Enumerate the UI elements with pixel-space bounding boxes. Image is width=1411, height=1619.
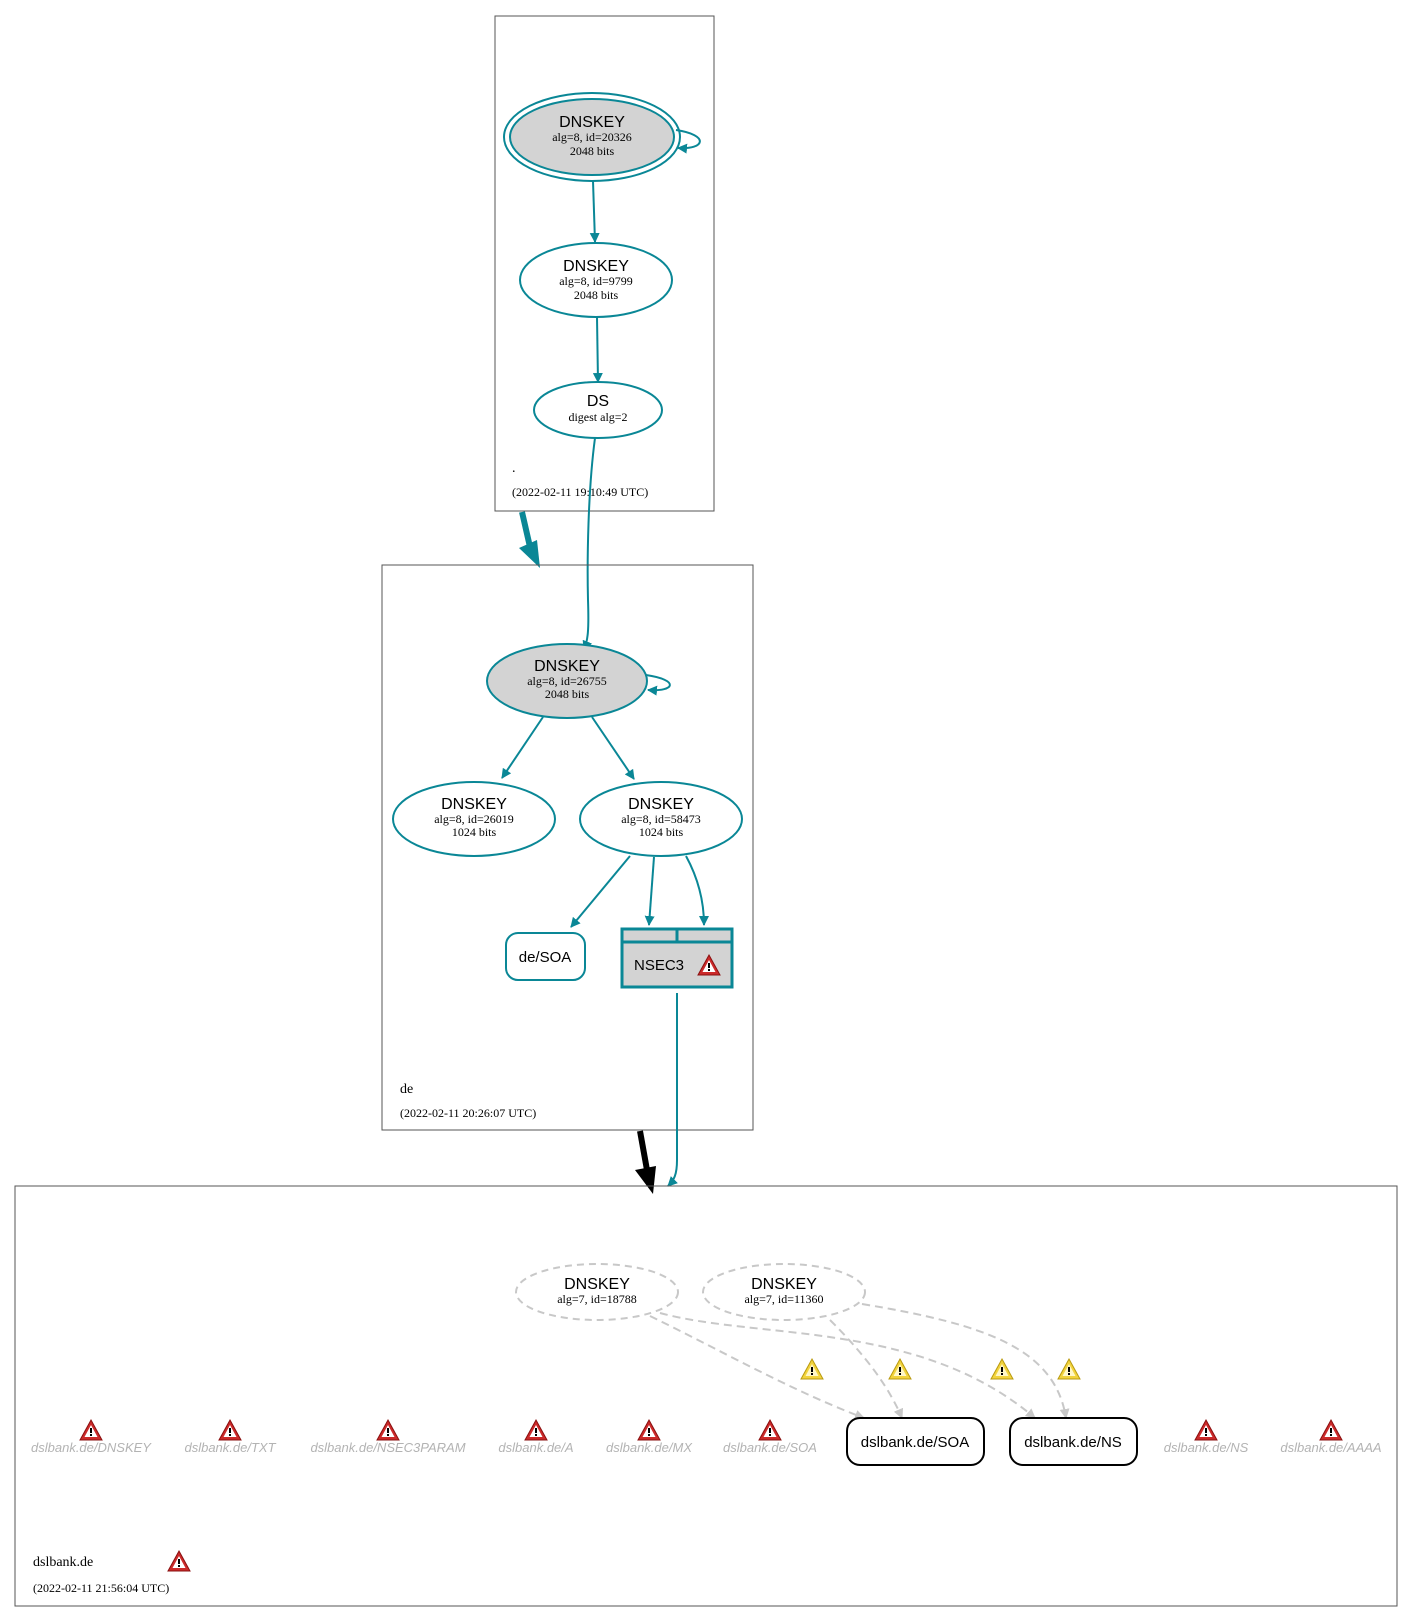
de-ksk-bits: 2048 bits [545, 687, 590, 701]
root-zone-date: (2022-02-11 19:10:49 UTC) [512, 485, 648, 499]
delegation-de-dslbank [637, 1130, 650, 1171]
de-zone-name: de [400, 1082, 413, 1097]
de-zsk1-bits: 1024 bits [452, 825, 497, 839]
root-ds-title: DS [587, 393, 609, 410]
warning-icon-3 [990, 1358, 1014, 1380]
error-icon [1319, 1419, 1343, 1441]
error-node-soa[interactable]: dslbank.de/SOA [723, 1419, 817, 1455]
error-node-nsec3param[interactable]: dslbank.de/NSEC3PARAM [310, 1419, 466, 1455]
error-node-label: dslbank.de/NSEC3PARAM [310, 1440, 465, 1455]
dslbank-soa-node[interactable]: dslbank.de/SOA [846, 1417, 985, 1466]
de-nsec3-node[interactable]: NSEC3 [620, 927, 734, 989]
dslbank-ns-label: dslbank.de/NS [1024, 1434, 1122, 1451]
edge-key1-soa [649, 1315, 865, 1420]
root-ksk-title: DNSKEY [559, 114, 625, 131]
edge-de-zsk2-nsec3-a [644, 856, 655, 926]
error-node-label: dslbank.de/SOA [723, 1440, 817, 1455]
root-ds-digest: digest alg=2 [568, 410, 627, 424]
de-zsk2-title: DNSKEY [628, 796, 694, 813]
root-zsk-bits: 2048 bits [574, 288, 619, 302]
dslbank-key1-node[interactable]: DNSKEY alg=7, id=18788 [515, 1263, 679, 1321]
root-zsk-node[interactable]: DNSKEY alg=8, id=9799 2048 bits [519, 242, 673, 318]
edge-root-ksk-zsk [589, 180, 600, 243]
delegation-root-de-head [519, 540, 540, 568]
dslbank-soa-label: dslbank.de/SOA [861, 1434, 969, 1451]
dslbank-key2-title: DNSKEY [751, 1276, 817, 1293]
error-icon [1194, 1419, 1218, 1441]
error-node-label: dslbank.de/NS [1164, 1440, 1249, 1455]
edge-de-ksk-zsk2 [591, 716, 635, 780]
error-node-label: dslbank.de/A [498, 1440, 573, 1455]
de-zone-date: (2022-02-11 20:26:07 UTC) [400, 1106, 536, 1120]
error-node-mx[interactable]: dslbank.de/MX [606, 1419, 693, 1455]
edge-key1-ns [659, 1312, 1036, 1419]
root-ksk-alg: alg=8, id=20326 [552, 130, 632, 144]
error-node-ns[interactable]: dslbank.de/NS [1164, 1419, 1249, 1455]
de-zsk2-bits: 1024 bits [639, 825, 684, 839]
de-soa-node[interactable]: de/SOA [505, 932, 586, 981]
error-node-label: dslbank.de/MX [606, 1440, 693, 1455]
error-icon [376, 1419, 400, 1441]
root-zsk-alg: alg=8, id=9799 [559, 274, 633, 288]
edge-de-zsk2-soa [570, 855, 631, 928]
root-ksk-node[interactable]: DNSKEY alg=8, id=20326 2048 bits [503, 92, 681, 182]
dslbank-key2-alg: alg=7, id=11360 [744, 1292, 823, 1306]
de-ksk-title: DNSKEY [534, 658, 600, 675]
root-zone-name: . [512, 461, 516, 476]
zone-de: DNSKEY alg=8, id=26755 2048 bits DNSKEY … [381, 564, 754, 1131]
error-icon [79, 1419, 103, 1441]
error-node-txt[interactable]: dslbank.de/TXT [184, 1419, 277, 1455]
error-node-dnskey[interactable]: dslbank.de/DNSKEY [31, 1419, 152, 1455]
root-ksk-bits: 2048 bits [570, 144, 615, 158]
de-ksk-node[interactable]: DNSKEY alg=8, id=26755 2048 bits [486, 643, 648, 719]
dslbank-key1-alg: alg=7, id=18788 [557, 1292, 637, 1306]
error-node-label: dslbank.de/DNSKEY [31, 1440, 152, 1455]
de-zsk1-title: DNSKEY [441, 796, 507, 813]
de-zsk2-alg: alg=8, id=58473 [621, 812, 701, 826]
error-icon [218, 1419, 242, 1441]
warning-icon-4 [1057, 1358, 1081, 1380]
root-ds-node[interactable]: DS digest alg=2 [533, 381, 663, 439]
error-node-a[interactable]: dslbank.de/A [498, 1419, 574, 1455]
edge-key2-soa [829, 1319, 904, 1419]
de-zsk2-node[interactable]: DNSKEY alg=8, id=58473 1024 bits [579, 781, 743, 857]
edge-root-zsk-ds [592, 316, 603, 383]
error-node-label: dslbank.de/AAAA [1280, 1440, 1381, 1455]
error-icon [524, 1419, 548, 1441]
dslbank-zone-date: (2022-02-11 21:56:04 UTC) [33, 1581, 169, 1595]
de-soa-label: de/SOA [519, 949, 572, 966]
warning-icon-2 [888, 1358, 912, 1380]
edge-de-zsk2-nsec3-b [685, 855, 709, 926]
error-icon [637, 1419, 661, 1441]
dslbank-key2-node[interactable]: DNSKEY alg=7, id=11360 [702, 1263, 866, 1321]
dslbank-ns-node[interactable]: dslbank.de/NS [1009, 1417, 1138, 1466]
edge-nsec3-dslbank [667, 993, 678, 1187]
zone-dslbank-box [14, 1185, 1398, 1607]
zone-root: DNSKEY alg=8, id=20326 2048 bits DNSKEY … [494, 15, 715, 512]
edge-de-ksk-zsk1 [501, 716, 544, 779]
edge-key2-ns [861, 1303, 1070, 1419]
dslbank-zone-error-icon [167, 1550, 191, 1572]
delegation-de-dslbank-head [635, 1166, 656, 1194]
root-zsk-title: DNSKEY [563, 258, 629, 275]
zone-de-box [381, 564, 754, 1131]
dslbank-key1-title: DNSKEY [564, 1276, 630, 1293]
error-node-aaaa[interactable]: dslbank.de/AAAA [1280, 1419, 1382, 1455]
de-ksk-self-edge [645, 674, 671, 696]
de-ksk-alg: alg=8, id=26755 [527, 674, 607, 688]
de-zsk1-node[interactable]: DNSKEY alg=8, id=26019 1024 bits [392, 781, 556, 857]
error-icon [758, 1419, 782, 1441]
zone-dslbank: DNSKEY alg=7, id=18788 DNSKEY alg=7, id=… [14, 1185, 1398, 1607]
root-ksk-self-edge [675, 129, 701, 154]
de-zsk1-alg: alg=8, id=26019 [434, 812, 514, 826]
zone-root-box [494, 15, 715, 512]
dslbank-zone-name: dslbank.de [33, 1555, 93, 1570]
de-nsec3-label: NSEC3 [634, 957, 684, 974]
delegation-root-de [519, 511, 533, 548]
warning-icon-1 [800, 1358, 824, 1380]
error-node-label: dslbank.de/TXT [184, 1440, 276, 1455]
edge-ds-de-ksk [582, 437, 596, 651]
